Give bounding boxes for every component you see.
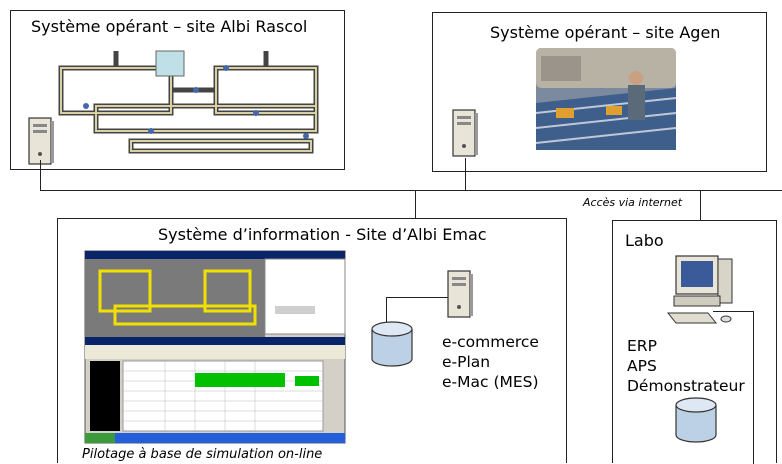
service-e-mac: e-Mac (MES): [442, 373, 539, 391]
factory-photo: [535, 48, 677, 150]
conveyor-layout-image: [58, 50, 319, 154]
server-icon: [447, 270, 473, 318]
link-info-hub: [386, 297, 458, 298]
labo-link-right: [753, 311, 754, 464]
simulation-screenshot: [84, 250, 346, 444]
box-agen: Système opérant – site Agen: [432, 12, 767, 172]
server-icon: [452, 109, 478, 157]
labo-link-top: [713, 311, 753, 312]
service-e-commerce: e-commerce: [442, 333, 539, 351]
box-information-system: Système d’information - Site d’Albi Emac: [57, 218, 567, 463]
box-title-info: Système d’information - Site d’Albi Emac: [158, 225, 487, 244]
box-title-agen: Système opérant – site Agen: [490, 23, 721, 42]
link-database: [386, 297, 387, 329]
box-labo: Labo ERP APS Démonstrateur: [612, 220, 777, 464]
server-icon: [28, 117, 54, 165]
tool-demonstrateur: Démonstrateur: [627, 377, 745, 395]
tool-erp: ERP: [627, 337, 657, 355]
link-agen: [465, 158, 466, 190]
database-icon: [371, 321, 413, 367]
box-title-albi-rascol: Système opérant – site Albi Rascol: [31, 17, 308, 36]
database-icon: [675, 397, 717, 443]
tool-aps: APS: [627, 357, 657, 375]
simulation-caption: Pilotage à base de simulation on-line: [82, 447, 323, 462]
box-title-labo: Labo: [625, 231, 664, 250]
box-albi-rascol: Système opérant – site Albi Rascol: [10, 10, 345, 170]
service-e-plan: e-Plan: [442, 353, 491, 371]
network-backbone-line: [40, 190, 782, 191]
desktop-computer-icon: [666, 255, 733, 324]
internet-access-label: Accès via internet: [583, 196, 683, 209]
link-albi-rascol: [40, 160, 41, 190]
